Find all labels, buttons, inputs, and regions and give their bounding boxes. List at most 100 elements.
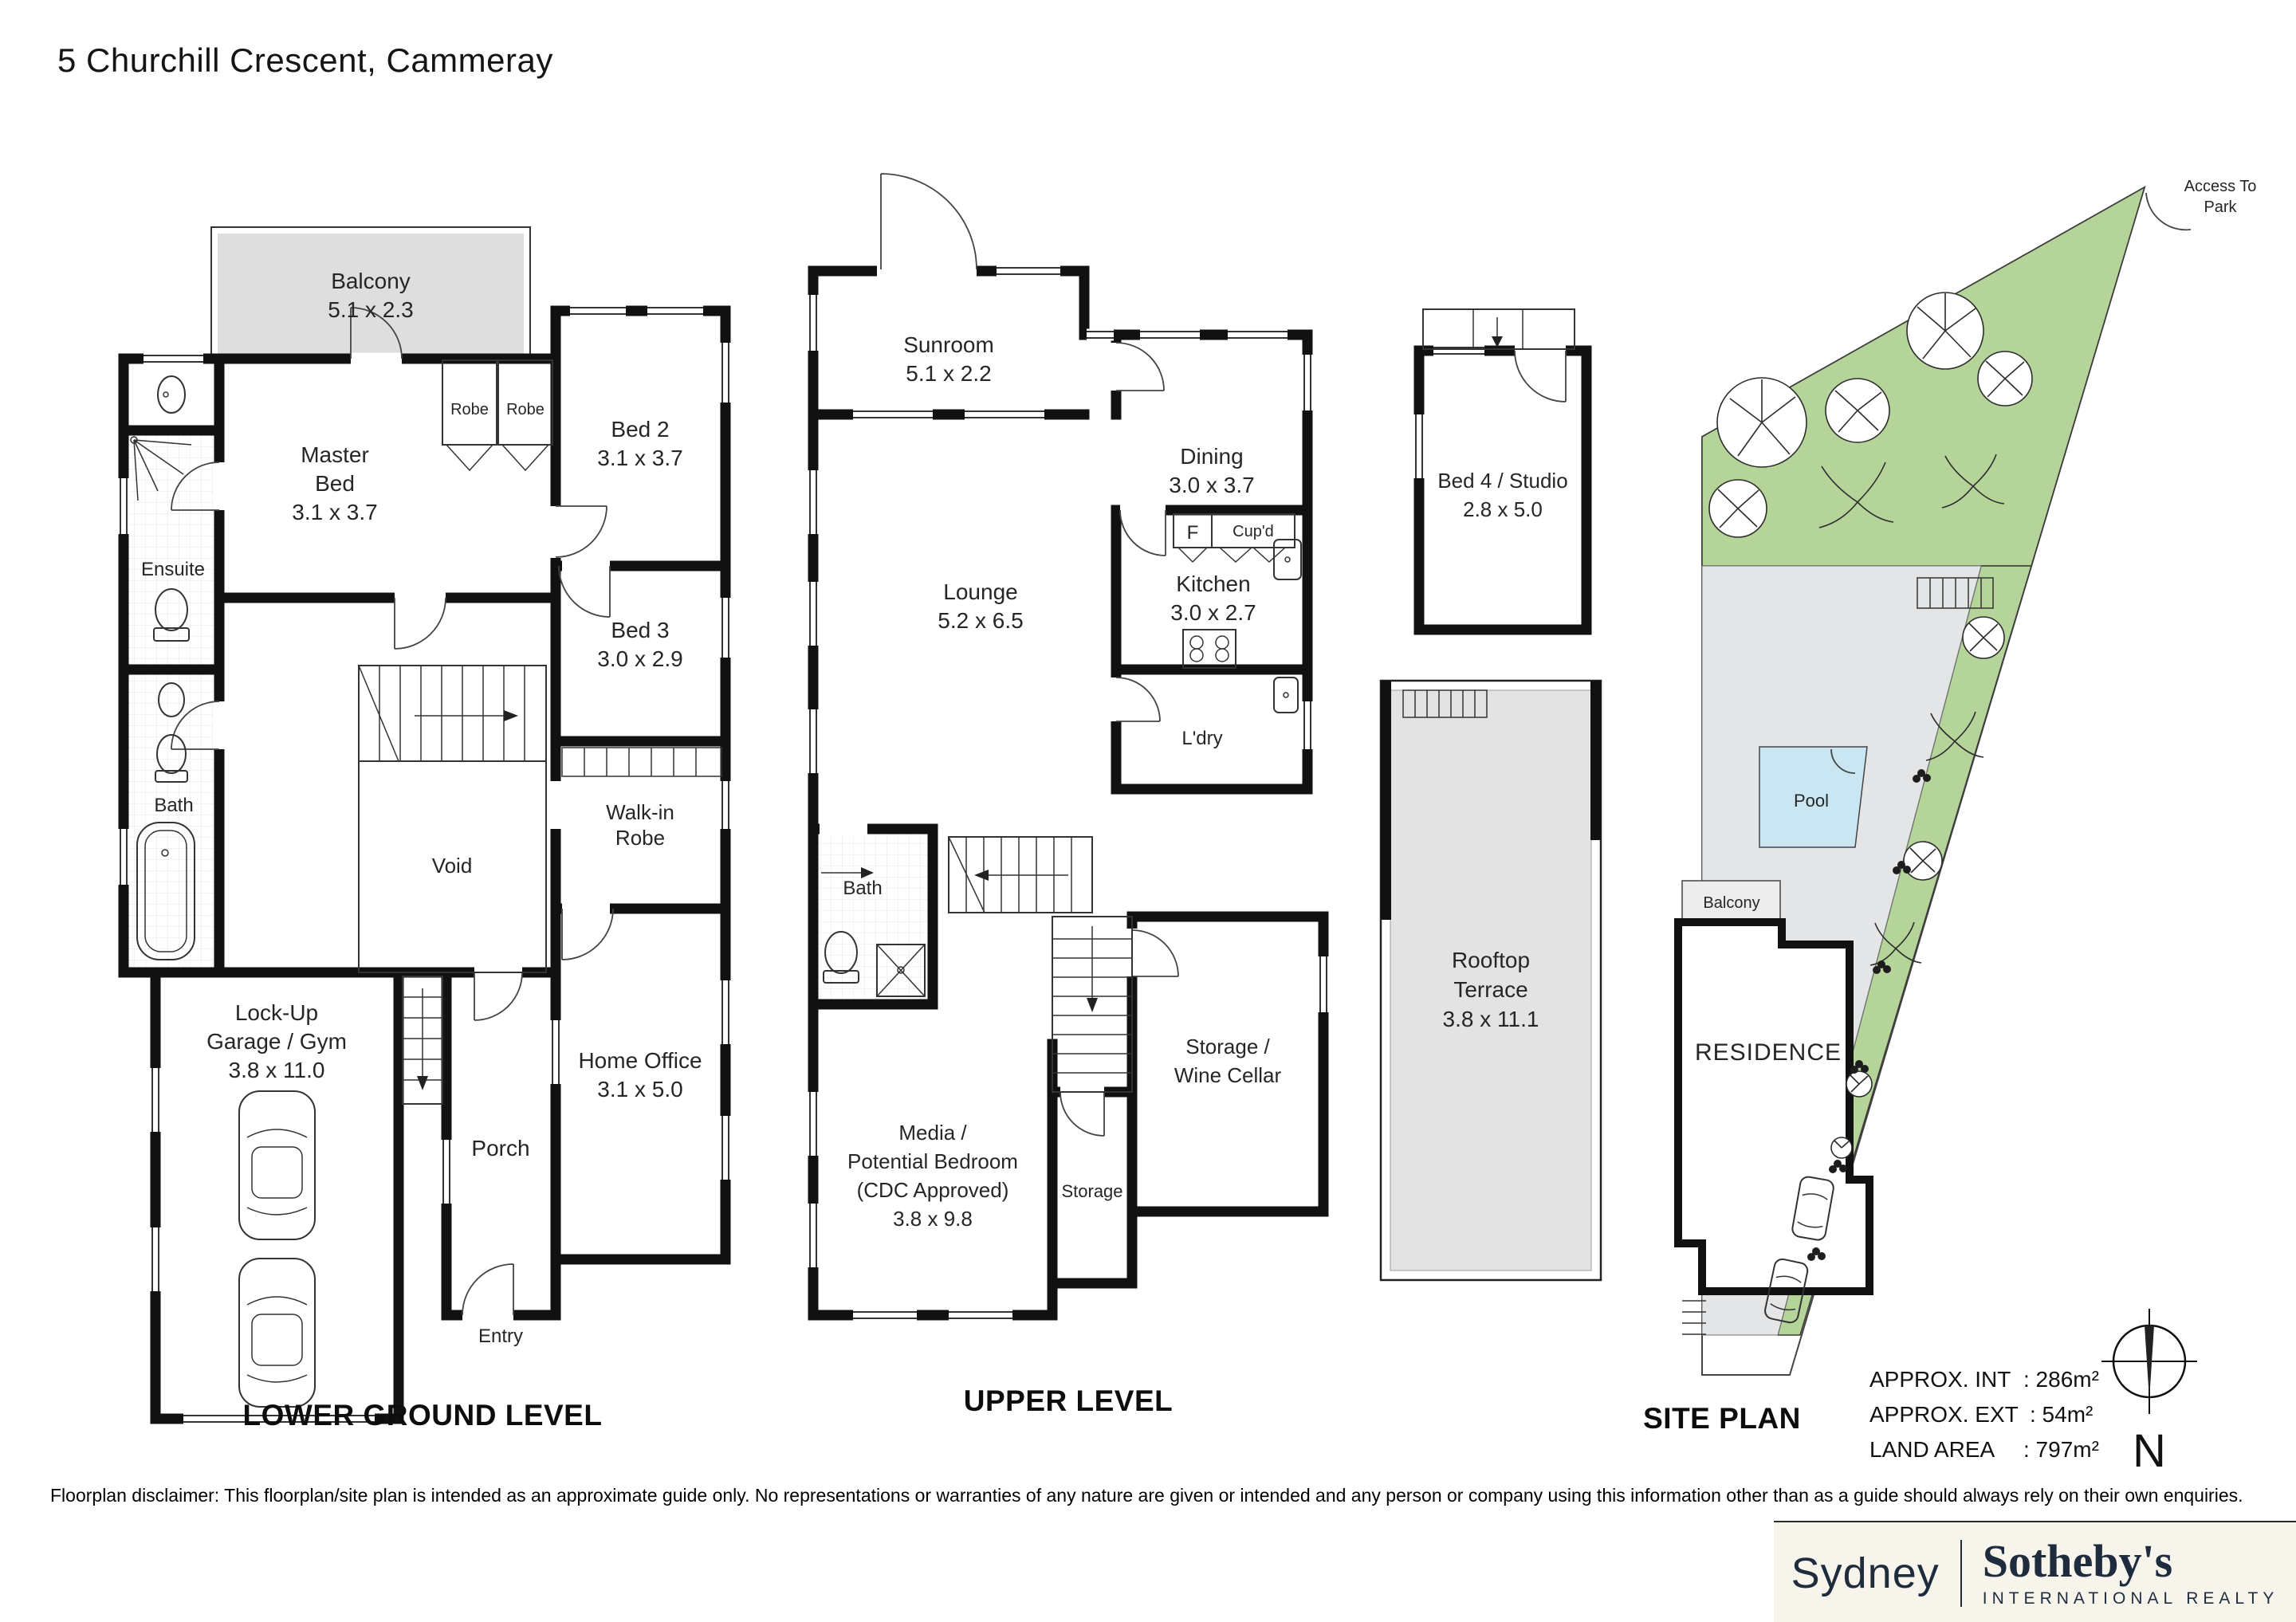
site-label-access1: Access To	[2184, 178, 2257, 195]
stat-ext-value: : 54m²	[2030, 1402, 2093, 1427]
stat-ext-label: APPROX. EXT	[1869, 1402, 2019, 1427]
room-label-rooftop2: Terrace	[1453, 977, 1527, 1002]
room-dims-balcony: 5.1 x 2.3	[328, 297, 413, 322]
room-label-master2: Bed	[315, 471, 355, 496]
brand-city: Sydney	[1791, 1549, 1940, 1597]
level-label-lower: LOWER GROUND LEVEL	[243, 1399, 603, 1432]
terrace-wall	[1590, 681, 1601, 840]
room-label-walkin: Walk-in	[606, 800, 674, 824]
room-label-robe1: Robe	[450, 401, 489, 418]
terrace-floor	[1390, 689, 1592, 1271]
room-dims-rooftop: 3.8 x 11.1	[1443, 1007, 1539, 1031]
room-label-wine2: Wine Cellar	[1174, 1063, 1282, 1087]
room-label-wine1: Storage /	[1185, 1035, 1270, 1058]
stove-icon	[1182, 629, 1236, 669]
pool-area	[1759, 746, 1868, 848]
room-label-media1: Media /	[898, 1121, 967, 1145]
room-dims-kitchen: 3.0 x 2.7	[1170, 600, 1256, 625]
room-label-dining: Dining	[1180, 444, 1243, 469]
room-dims-sunroom: 5.1 x 2.2	[906, 361, 991, 386]
stat-int-label: APPROX. INT	[1869, 1367, 2011, 1392]
bath-floor	[124, 670, 219, 972]
room-label-balcony: Balcony	[331, 269, 411, 293]
room-dims-master: 3.1 x 3.7	[292, 500, 377, 524]
label-fridge: F	[1187, 522, 1199, 544]
room-label-master: Master	[301, 442, 369, 467]
walkin-closet-hatch	[561, 747, 722, 777]
room-label-robe2: Robe	[506, 401, 545, 418]
brand-divider	[1960, 1539, 1962, 1607]
car-icon	[1791, 1176, 1834, 1241]
stairs	[948, 836, 1133, 1093]
room-label-sunroom: Sunroom	[903, 332, 994, 357]
floorplan-lower-ground: Balcony 5.1 x 2.3 Master Bed 3.1 x 3.7 B…	[117, 226, 732, 1432]
sink-icon	[158, 682, 185, 717]
room-label-bath: Bath	[843, 878, 882, 899]
level-label-upper: UPPER LEVEL	[964, 1384, 1174, 1417]
room-label-media2: Potential Bedroom	[847, 1149, 1018, 1173]
door-arc	[1514, 350, 1567, 403]
site-stairs	[1917, 577, 1994, 609]
door-arc	[1830, 748, 1856, 774]
sink-icon	[1273, 677, 1299, 713]
floorplan-bed4-studio: Bed 4 / Studio 2.8 x 5.0	[1413, 308, 1592, 635]
stat-land-value: : 797m²	[2023, 1437, 2099, 1462]
site-steps-hatch	[1682, 1300, 1706, 1335]
bath-floor	[813, 829, 933, 1004]
toilet-icon	[153, 588, 190, 642]
car-icon	[1764, 1258, 1809, 1324]
room-label-walkin2: Robe	[615, 826, 665, 850]
room-dims-office: 3.1 x 5.0	[597, 1077, 682, 1102]
toilet-icon	[823, 931, 859, 984]
windows	[1415, 347, 1484, 478]
room-label-media3: (CDC Approved)	[857, 1178, 1009, 1202]
room-label-kitchen: Kitchen	[1176, 571, 1250, 596]
floorplan-upper-level: Sunroom 5.1 x 2.2 Lounge 5.2 x 6.5 Dinin…	[807, 173, 1330, 1417]
room-label-lounge: Lounge	[943, 579, 1017, 604]
entry-steps	[1422, 308, 1575, 350]
room-label-garage2: Garage / Gym	[206, 1029, 347, 1054]
toilet-icon	[155, 734, 188, 783]
residence-outline	[1674, 918, 1873, 1295]
room-label-storage: Storage	[1061, 1181, 1122, 1201]
terrace-stairs	[1402, 689, 1488, 718]
access-arc	[2145, 192, 2192, 231]
car-icon	[238, 1258, 316, 1408]
door-arcs	[821, 173, 1179, 1137]
sink-icon	[1273, 539, 1302, 580]
shower-icon	[130, 436, 192, 501]
room-label-bath: Bath	[154, 795, 193, 816]
room-dims-lounge: 5.2 x 6.5	[938, 608, 1023, 633]
door-arcs	[171, 307, 614, 1316]
tree-icons	[1708, 292, 2033, 1159]
room-dims-garage: 3.8 x 11.0	[229, 1058, 325, 1082]
stat-int-value: : 286m²	[2023, 1367, 2099, 1392]
label-cupboard: Cup'd	[1233, 523, 1274, 540]
lawn-area	[1701, 186, 2146, 567]
room-label-void: Void	[432, 854, 473, 878]
bathtub-icon	[136, 822, 195, 960]
void-outline	[358, 760, 547, 973]
room-dims-bed2: 3.1 x 3.7	[597, 446, 682, 470]
windows	[120, 307, 729, 1423]
room-label-bed3: Bed 3	[611, 618, 669, 642]
floorplan-rooftop-terrace: Rooftop Terrace 3.8 x 11.1	[1379, 679, 1602, 1282]
room-label-bed4: Bed 4 / Studio	[1437, 469, 1567, 493]
level-label-site: SITE PLAN	[1643, 1402, 1801, 1435]
fern-icons	[1818, 454, 2005, 966]
page-title: 5 Churchill Crescent, Cammeray	[57, 41, 553, 79]
brand-logo: Sydney Sotheby's INTERNATIONAL REALTY	[1774, 1521, 2296, 1622]
fridge-cupboard	[1173, 513, 1295, 564]
site-label-balcony: Balcony	[1703, 894, 1759, 912]
room-label-porch: Porch	[471, 1136, 529, 1161]
balcony-area	[210, 226, 531, 363]
compass-icon	[2101, 1309, 2197, 1414]
room-dims-media: 3.8 x 9.8	[893, 1207, 973, 1231]
windows	[809, 267, 1327, 1319]
room-dims-bed3: 3.0 x 2.9	[597, 646, 682, 671]
sink-icon	[157, 375, 186, 414]
room-label-entry: Entry	[478, 1325, 523, 1347]
stat-land-label: LAND AREA	[1869, 1437, 1995, 1462]
site-label-access2: Park	[2204, 198, 2237, 216]
